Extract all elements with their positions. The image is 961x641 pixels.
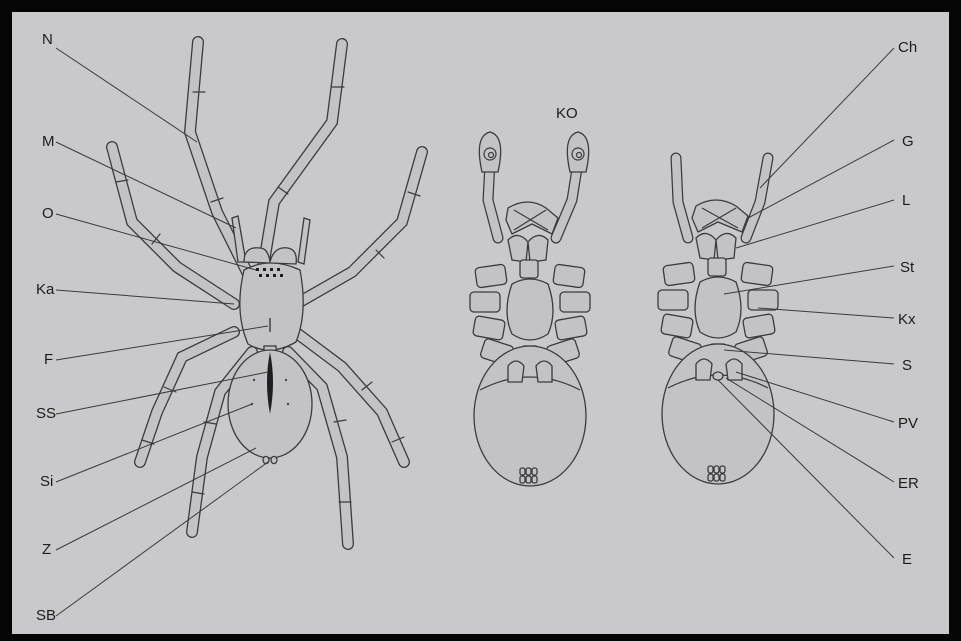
label-ch: Ch xyxy=(898,39,917,56)
label-s: S xyxy=(902,357,912,374)
epigyne xyxy=(713,372,723,380)
label-sb: SB xyxy=(36,607,56,624)
paper-background: KO xyxy=(12,12,949,634)
label-m: M xyxy=(42,133,55,150)
label-f: F xyxy=(44,351,53,368)
ventral-spinnerets-female xyxy=(708,466,725,481)
label-si: Si xyxy=(40,473,53,490)
dorsal-cephalothorax xyxy=(240,263,303,350)
ventral-chelicerae-female xyxy=(692,200,748,232)
ventral-abdomen-male xyxy=(474,346,586,486)
ventral-view-male: KO xyxy=(470,105,590,486)
ventral-abdomen-female xyxy=(662,344,774,484)
label-kx: Kx xyxy=(898,311,916,328)
label-ss: SS xyxy=(36,405,56,422)
label-g: G xyxy=(902,133,914,150)
label-pv: PV xyxy=(898,415,918,432)
dorsal-view xyxy=(112,42,422,544)
label-o: O xyxy=(42,205,54,222)
ventral-sternum-female xyxy=(695,277,741,338)
palpal-bulbs xyxy=(479,132,588,172)
label-z: Z xyxy=(42,541,51,558)
ventral-spinnerets-male xyxy=(520,468,537,483)
leader-lines-right xyxy=(718,48,894,558)
label-er: ER xyxy=(898,475,919,492)
labels-right: Ch G L St Kx S PV ER E xyxy=(898,39,919,568)
ventral-chelicerae xyxy=(506,202,558,234)
ventral-sternum xyxy=(507,279,553,340)
labels-left: N M O Ka F SS Si Z SB xyxy=(36,31,56,624)
spider-anatomy-diagram: KO xyxy=(12,12,949,634)
label-n: N xyxy=(42,31,53,48)
label-e: E xyxy=(902,551,912,568)
label-ka: Ka xyxy=(36,281,55,298)
label-st: St xyxy=(900,259,915,276)
figure-title-ko: KO xyxy=(556,105,578,122)
label-l: L xyxy=(902,192,910,209)
ventral-view-female xyxy=(658,158,778,484)
